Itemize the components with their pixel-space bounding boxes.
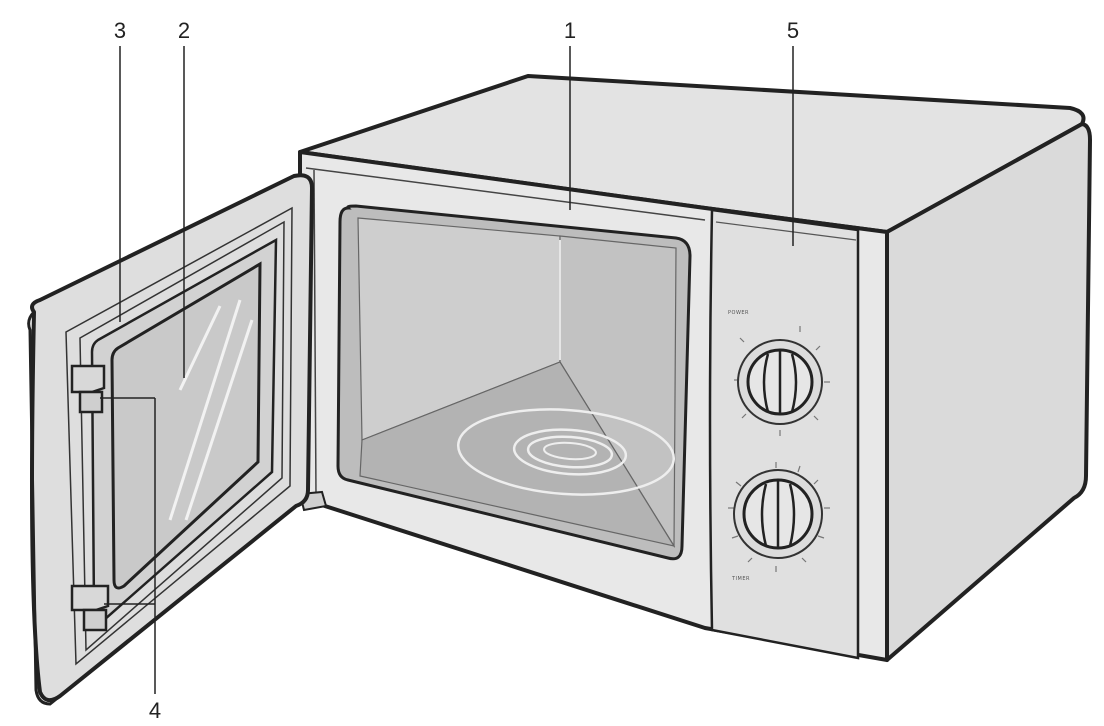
callout-number-2: 2 (178, 18, 190, 43)
door (29, 175, 312, 704)
callout-number-3: 3 (114, 18, 126, 43)
callout-number-4: 4 (149, 698, 161, 723)
callout-number-1: 1 (564, 18, 576, 43)
callout-number-5: 5 (787, 18, 799, 43)
timer-dial-label: TIMER (731, 576, 750, 582)
power-dial-label: POWER (728, 310, 749, 316)
control-panel (710, 210, 858, 658)
